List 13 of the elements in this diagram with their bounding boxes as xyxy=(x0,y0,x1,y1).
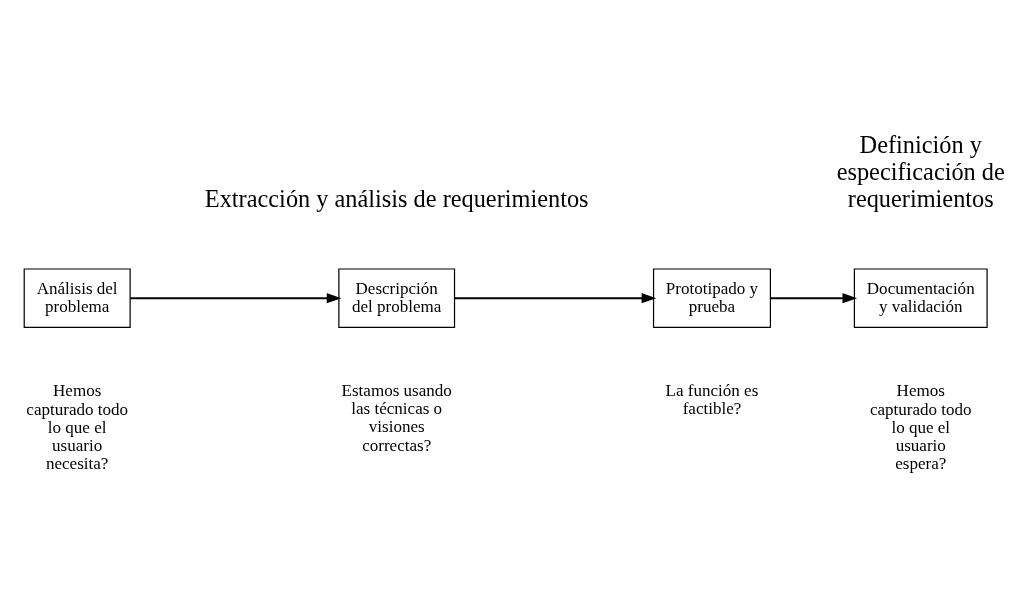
node-label: Hemos capturado todo lo que el usuario necesita? xyxy=(25,381,128,474)
arrow xyxy=(769,293,857,304)
node-box: Descripción del problema xyxy=(337,268,455,329)
node-box: Prototipado y prueba xyxy=(652,268,771,329)
label: Extracción y análisis de requerimientos xyxy=(204,184,589,212)
node-box: Análisis del problema xyxy=(23,268,131,329)
arrow xyxy=(128,293,341,304)
node-label: Hemos capturado todo lo que el usuario espera? xyxy=(869,381,972,474)
node-label: Estamos usando las técnicas o visiones correctas? xyxy=(341,380,452,455)
label: Definición y especificación de requerimientos xyxy=(836,131,1005,212)
node-box: Documentación y validación xyxy=(853,268,988,329)
node-label: La función es factible? xyxy=(665,380,758,419)
arrow xyxy=(453,293,656,304)
